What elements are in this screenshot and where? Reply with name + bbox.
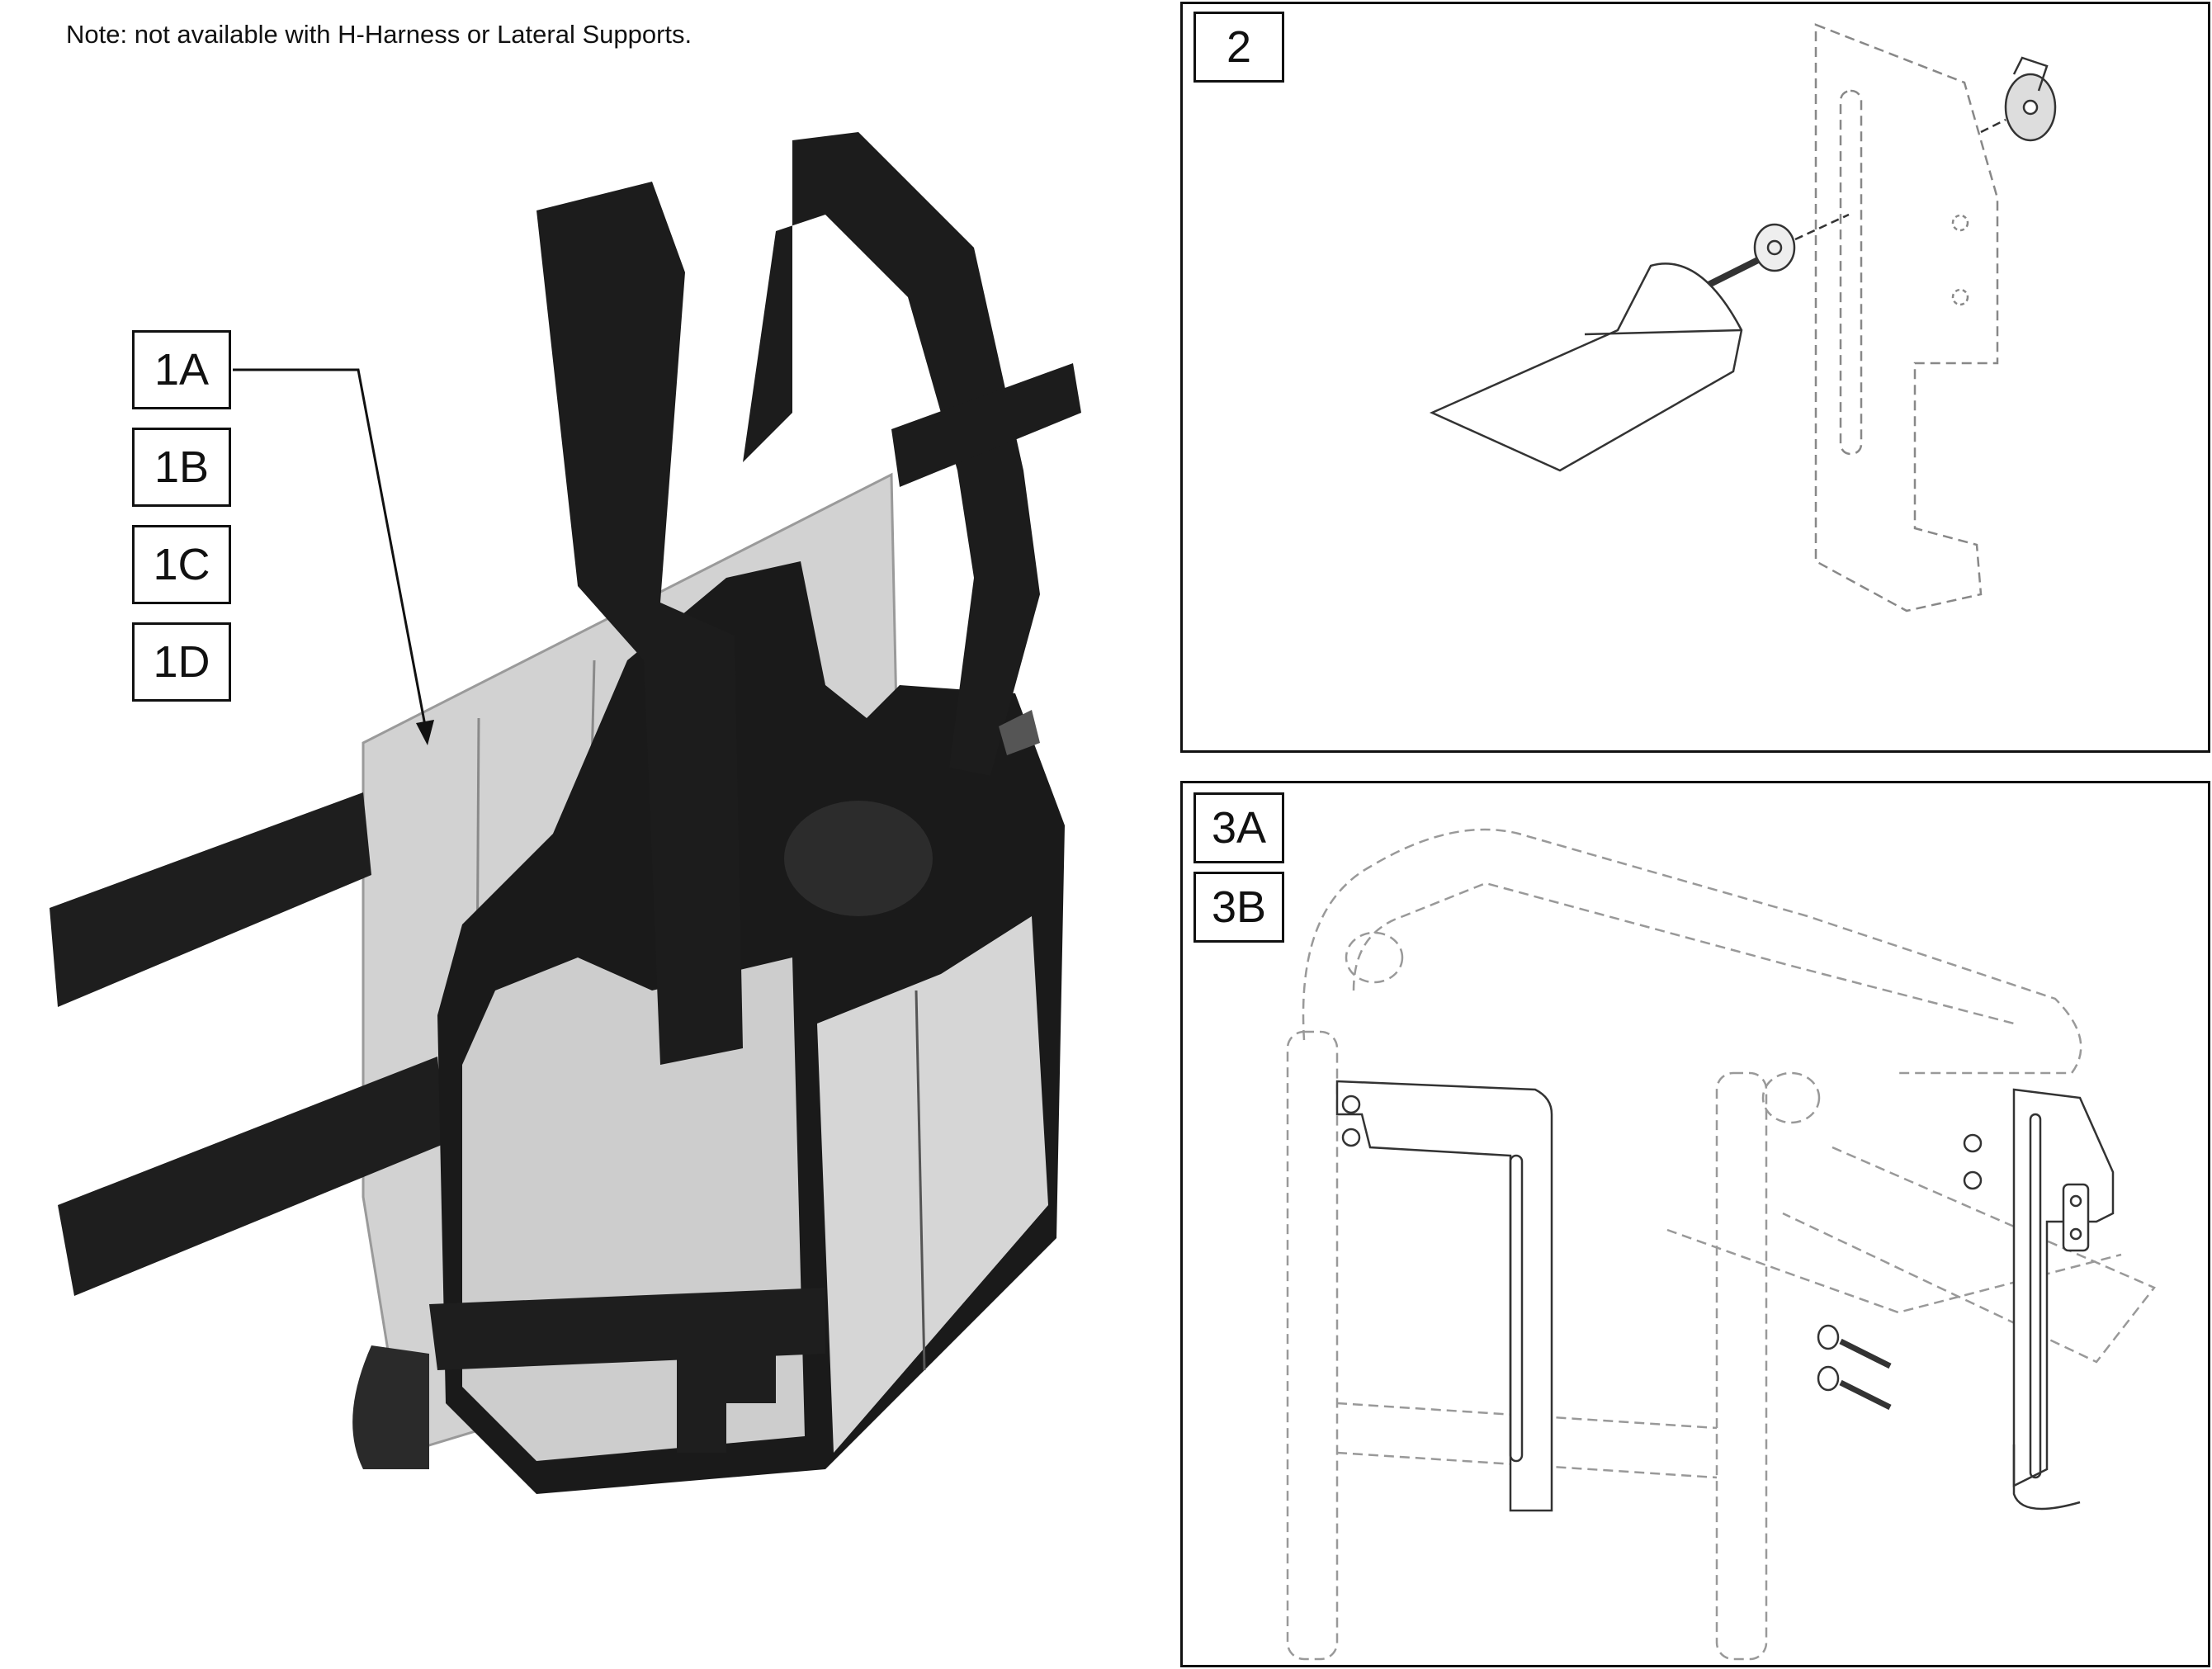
nut-icon <box>1963 1133 1983 1153</box>
side-strap-upper <box>50 792 371 1007</box>
callout-leader-1a <box>233 368 429 740</box>
vest-front-right-panel <box>817 916 1048 1453</box>
bottom-loop <box>352 1345 429 1469</box>
shoulder-strap-left <box>536 182 743 1065</box>
vest-illustration <box>50 132 1081 1494</box>
callout-1d[interactable]: 1D <box>132 622 231 702</box>
right-bracket <box>2012 1088 2115 1511</box>
shoulder-strap-buckle-strap <box>891 363 1081 487</box>
side-strap-lower <box>58 1057 446 1296</box>
note-text: Note: not available with H-Harness or La… <box>66 20 692 49</box>
strap-piece-drawing <box>1429 262 1743 472</box>
wing-nut-icon <box>2004 56 2057 142</box>
panel-3-drawing <box>1286 828 2156 1661</box>
washer-icon <box>1753 223 1796 272</box>
dashed-bracket <box>1814 23 1999 612</box>
left-bracket <box>1335 1080 1553 1512</box>
shoulder-strap-right <box>743 132 1040 776</box>
callout-3b[interactable]: 3B <box>1193 872 1284 943</box>
panel-2-drawing <box>1429 23 2057 612</box>
callout-3a[interactable]: 3A <box>1193 792 1284 863</box>
nut-icon <box>1963 1170 1983 1190</box>
callout-1b[interactable]: 1B <box>132 428 231 507</box>
callout-1c[interactable]: 1C <box>132 525 231 604</box>
callout-1a[interactable]: 1A <box>132 330 231 409</box>
dashed-frame <box>1286 828 2156 1661</box>
inner-pad <box>784 801 933 916</box>
callout-2[interactable]: 2 <box>1193 12 1284 83</box>
bolt-washer-set <box>1817 1324 1892 1411</box>
